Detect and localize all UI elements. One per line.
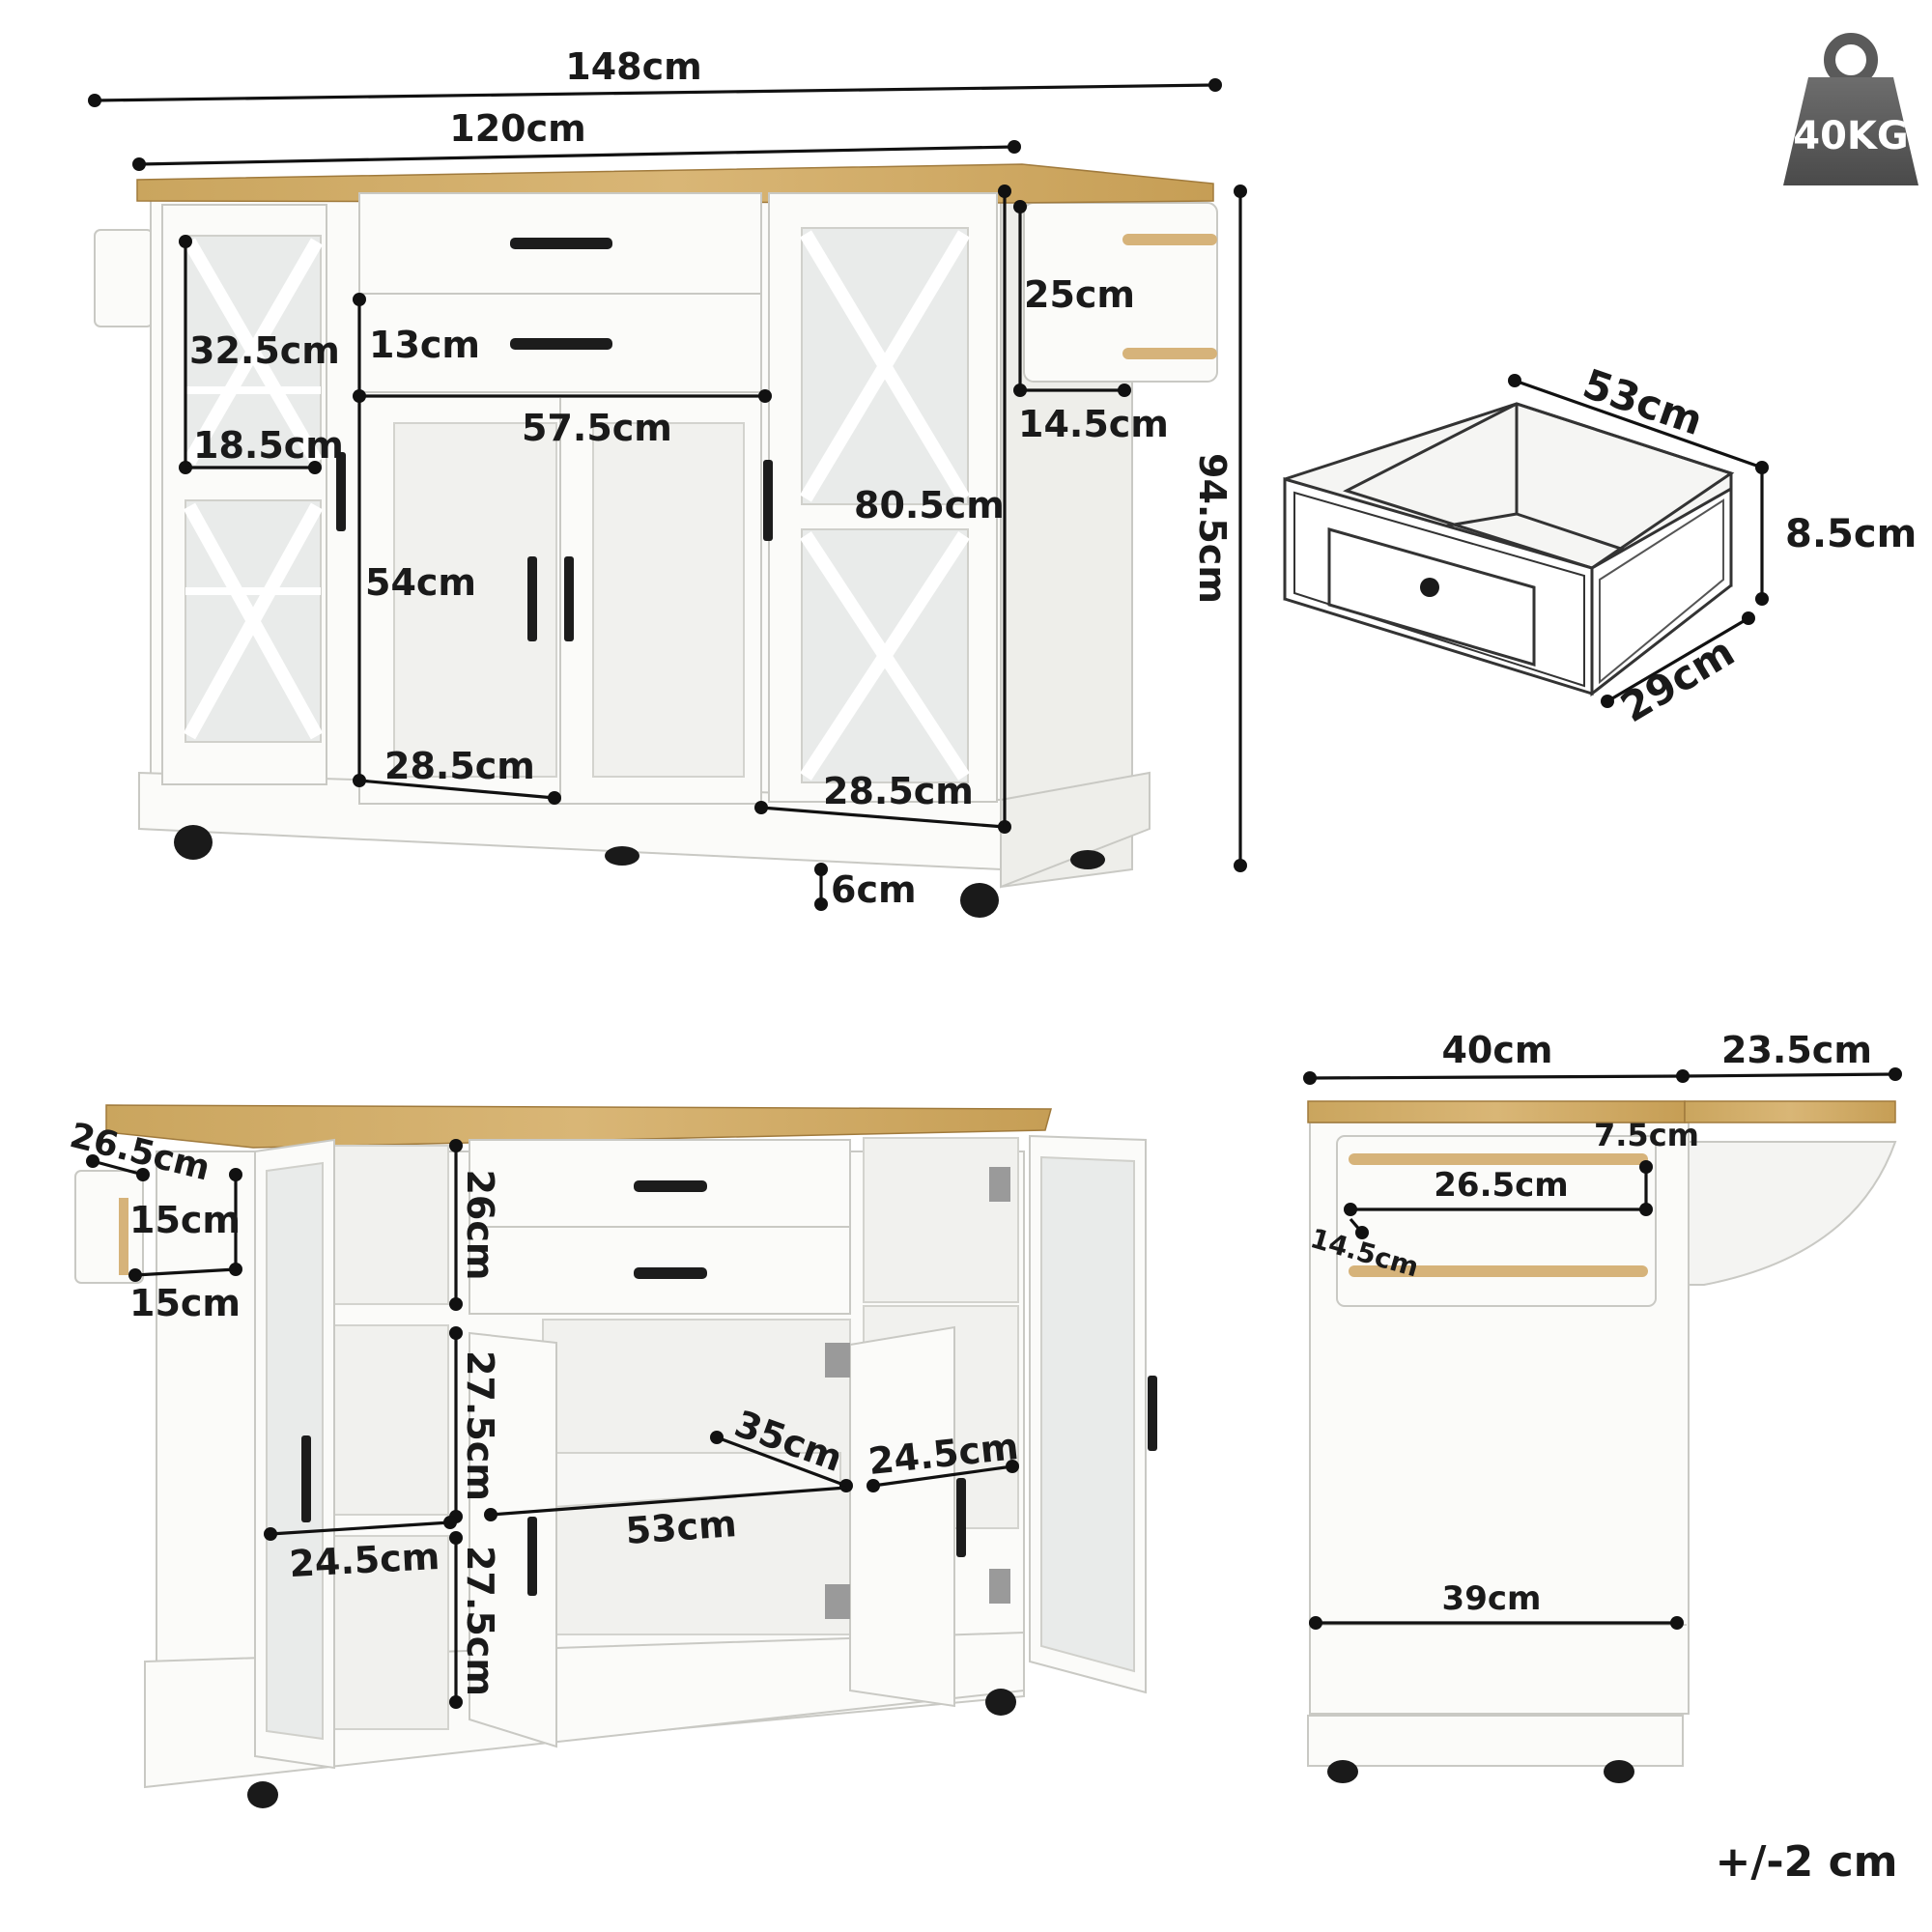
hinge-icon bbox=[989, 1167, 1010, 1202]
label-towel-rack-height: 25cm bbox=[1024, 273, 1135, 316]
label-side-door-width: 28.5cm bbox=[823, 770, 974, 812]
drop-leaf-bracket bbox=[1688, 1141, 1897, 1286]
open-countertop bbox=[105, 1104, 1052, 1149]
front-view: 148cm 120cm 94.5cm 32.5cm 18.5cm 13cm 57… bbox=[88, 45, 1247, 918]
label-left-width: 24.5cm bbox=[288, 1535, 440, 1585]
top-drawer-handle bbox=[510, 238, 612, 249]
right-door-handle bbox=[763, 460, 773, 541]
label-upper-shelf: 26cm bbox=[459, 1169, 501, 1280]
open-second-drawer-handle bbox=[634, 1267, 707, 1279]
weight-badge: 40KG bbox=[1783, 33, 1918, 185]
second-drawer-handle bbox=[510, 338, 612, 350]
side-view: 40cm 23.5cm 7.5cm 26.5cm 14.5cm 39cm bbox=[1303, 1029, 1902, 1783]
label-lower-shelf: 27.5cm bbox=[459, 1546, 501, 1696]
label-center-width: 53cm bbox=[624, 1502, 738, 1552]
right-towel-rack bbox=[1023, 202, 1218, 383]
label-drawer-height: 8.5cm bbox=[1785, 512, 1917, 556]
hinge-icon bbox=[825, 1584, 850, 1619]
open-center-left-door bbox=[469, 1331, 557, 1748]
left-door-handle bbox=[336, 452, 346, 531]
open-top-drawer-handle bbox=[634, 1180, 707, 1192]
open-center-right-door bbox=[849, 1325, 955, 1708]
label-glass-door-width: 18.5cm bbox=[193, 424, 344, 467]
open-view: 26.5cm 15cm 15cm 26cm 27.5cm 27.5cm 24.5… bbox=[66, 1104, 1157, 1808]
label-height: 94.5cm bbox=[1191, 453, 1234, 604]
label-body-depth: 40cm bbox=[1441, 1029, 1552, 1071]
center-door-handle-right bbox=[564, 556, 574, 641]
drawer-view: 53cm 8.5cm 29cm bbox=[1283, 359, 1917, 731]
label-rack-height: 15cm bbox=[129, 1199, 241, 1241]
center-door-handle-left bbox=[527, 556, 537, 641]
label-body-width: 120cm bbox=[449, 107, 585, 150]
side-towel-rack bbox=[1336, 1135, 1657, 1307]
wheel-rear bbox=[605, 846, 639, 866]
side-drop-leaf bbox=[1684, 1100, 1896, 1123]
label-rack-width: 26.5cm bbox=[1434, 1166, 1568, 1205]
hinge-icon bbox=[825, 1343, 850, 1378]
weight-label: 40KG bbox=[1793, 114, 1909, 158]
left-towel-rack bbox=[94, 229, 154, 327]
label-center-door-height: 54cm bbox=[365, 561, 476, 604]
label-base-height: 6cm bbox=[831, 868, 917, 911]
side-base bbox=[1307, 1715, 1684, 1767]
label-center-width: 57.5cm bbox=[522, 407, 672, 449]
label-middle-shelf: 27.5cm bbox=[459, 1350, 501, 1501]
wheel-front-left bbox=[174, 825, 213, 860]
label-towel-rack-width: 14.5cm bbox=[1018, 403, 1169, 445]
label-flap-depth: 23.5cm bbox=[1721, 1029, 1872, 1071]
label-overall-width: 148cm bbox=[565, 45, 701, 88]
weight-icon bbox=[1783, 77, 1918, 185]
label-side-height: 80.5cm bbox=[854, 484, 1005, 526]
label-base-width: 39cm bbox=[1442, 1579, 1542, 1618]
weight-ring-icon bbox=[1824, 33, 1878, 87]
wheel-front-right bbox=[960, 883, 999, 918]
label-center-door-width: 28.5cm bbox=[384, 745, 535, 787]
label-drawer-height: 13cm bbox=[369, 324, 480, 366]
tolerance-note: +/-2 cm bbox=[1715, 1837, 1897, 1887]
label-rack-width: 15cm bbox=[129, 1282, 241, 1324]
hinge-icon bbox=[989, 1569, 1010, 1604]
label-rack-offset: 7.5cm bbox=[1594, 1117, 1699, 1153]
label-glass-door-upper: 32.5cm bbox=[189, 329, 340, 372]
drawer-knob bbox=[1420, 578, 1439, 597]
